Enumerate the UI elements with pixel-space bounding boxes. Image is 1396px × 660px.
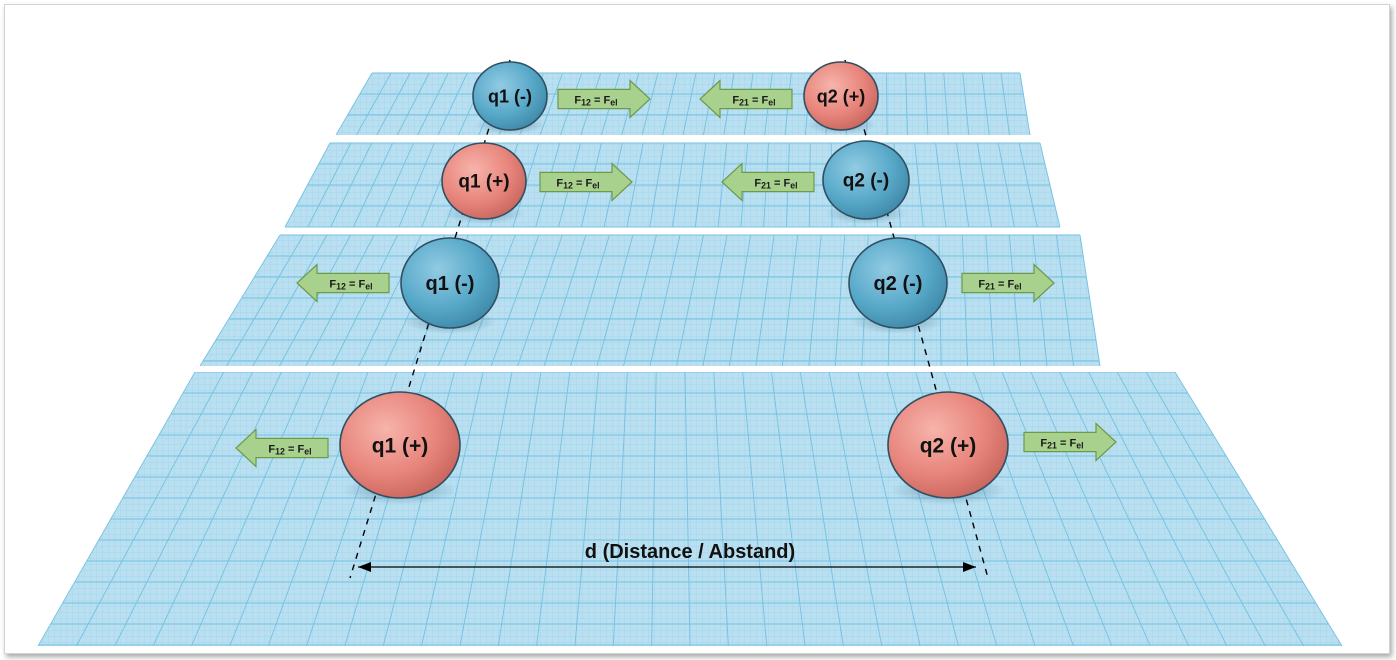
force-label: F12 = Fel: [574, 94, 617, 107]
force-arrow-shape: [961, 263, 1055, 303]
force-arrow-shape: [557, 79, 651, 119]
force-label: F21 = Fel: [1040, 437, 1083, 450]
charge-label: q2 (-): [874, 273, 923, 295]
force-label: F21 = Fel: [732, 94, 775, 107]
charge-label: q2 (+): [920, 434, 977, 457]
force-arrow-12: F12 = Fel: [296, 263, 390, 303]
q2-charge-sphere: q2 (+): [887, 391, 1009, 505]
charge-label: q1 (-): [426, 273, 475, 295]
force-arrow-21: F21 = Fel: [699, 79, 793, 119]
force-arrow-shape: [539, 162, 633, 202]
force-arrow-12: F12 = Fel: [557, 79, 651, 119]
q2-charge-sphere: q2 (+): [803, 61, 879, 135]
force-label: F12 = Fel: [268, 443, 311, 456]
sphere-body: [887, 391, 1009, 499]
grid-panel: [284, 142, 1061, 228]
charge-label: q2 (-): [843, 171, 889, 192]
sphere-body: [339, 391, 461, 499]
charge-label: q1 (-): [488, 86, 532, 106]
charge-row-3: F12 = Fel F21 = Fel q1 (-) q2 (-): [296, 237, 1055, 334]
charge-label: q1 (+): [372, 434, 429, 457]
q2-charge-sphere: q2 (-): [822, 140, 910, 225]
sphere-body: [803, 61, 879, 131]
force-label: F12 = Fel: [329, 278, 372, 291]
force-arrow-12: F12 = Fel: [539, 162, 633, 202]
grid-panel: [37, 371, 1343, 647]
charge-label: q1 (+): [458, 172, 509, 193]
distance-arrowhead-left: [358, 562, 371, 572]
charge-row-4: F12 = Fel F21 = Fel q1 (+) q2 (+): [235, 391, 1117, 505]
force-arrow-21: F21 = Fel: [961, 263, 1055, 303]
grid-panel: [199, 234, 1101, 367]
q1-charge-sphere: q1 (+): [441, 142, 527, 224]
distance-annotation: d (Distance / Abstand): [358, 541, 976, 572]
sphere-body: [822, 140, 910, 220]
force-label: F21 = Fel: [754, 177, 797, 190]
force-label: F12 = Fel: [556, 177, 599, 190]
q2-charge-sphere: q2 (-): [848, 237, 948, 334]
force-arrow-shape: [296, 263, 390, 303]
charge-row-1: F12 = Fel F21 = Fel q1 (-) q2 (+): [472, 61, 879, 135]
q1-charge-sphere: q1 (+): [339, 391, 461, 505]
distance-arrowhead-right: [963, 562, 976, 572]
sphere-body: [848, 237, 948, 329]
q1-charge-sphere: q1 (-): [400, 237, 500, 334]
q1-charge-sphere: q1 (-): [472, 61, 548, 135]
sphere-body: [472, 61, 548, 131]
force-arrow-shape: [699, 79, 793, 119]
force-arrow-21: F21 = Fel: [721, 162, 815, 202]
charge-row-2: F12 = Fel F21 = Fel q1 (+) q2 (-): [441, 140, 910, 225]
grid-panel: [335, 72, 1031, 136]
force-arrow-12: F12 = Fel: [235, 428, 329, 468]
force-arrow-shape: [1023, 422, 1117, 462]
force-arrow-shape: [235, 428, 329, 468]
force-arrow-shape: [721, 162, 815, 202]
force-arrow-21: F21 = Fel: [1023, 422, 1117, 462]
sphere-body: [441, 142, 527, 220]
distance-label: d (Distance / Abstand): [585, 541, 795, 563]
force-label: F21 = Fel: [978, 278, 1021, 291]
row-separators: [162, 135, 1195, 372]
charge-label: q2 (+): [817, 86, 866, 106]
sphere-body: [400, 237, 500, 329]
